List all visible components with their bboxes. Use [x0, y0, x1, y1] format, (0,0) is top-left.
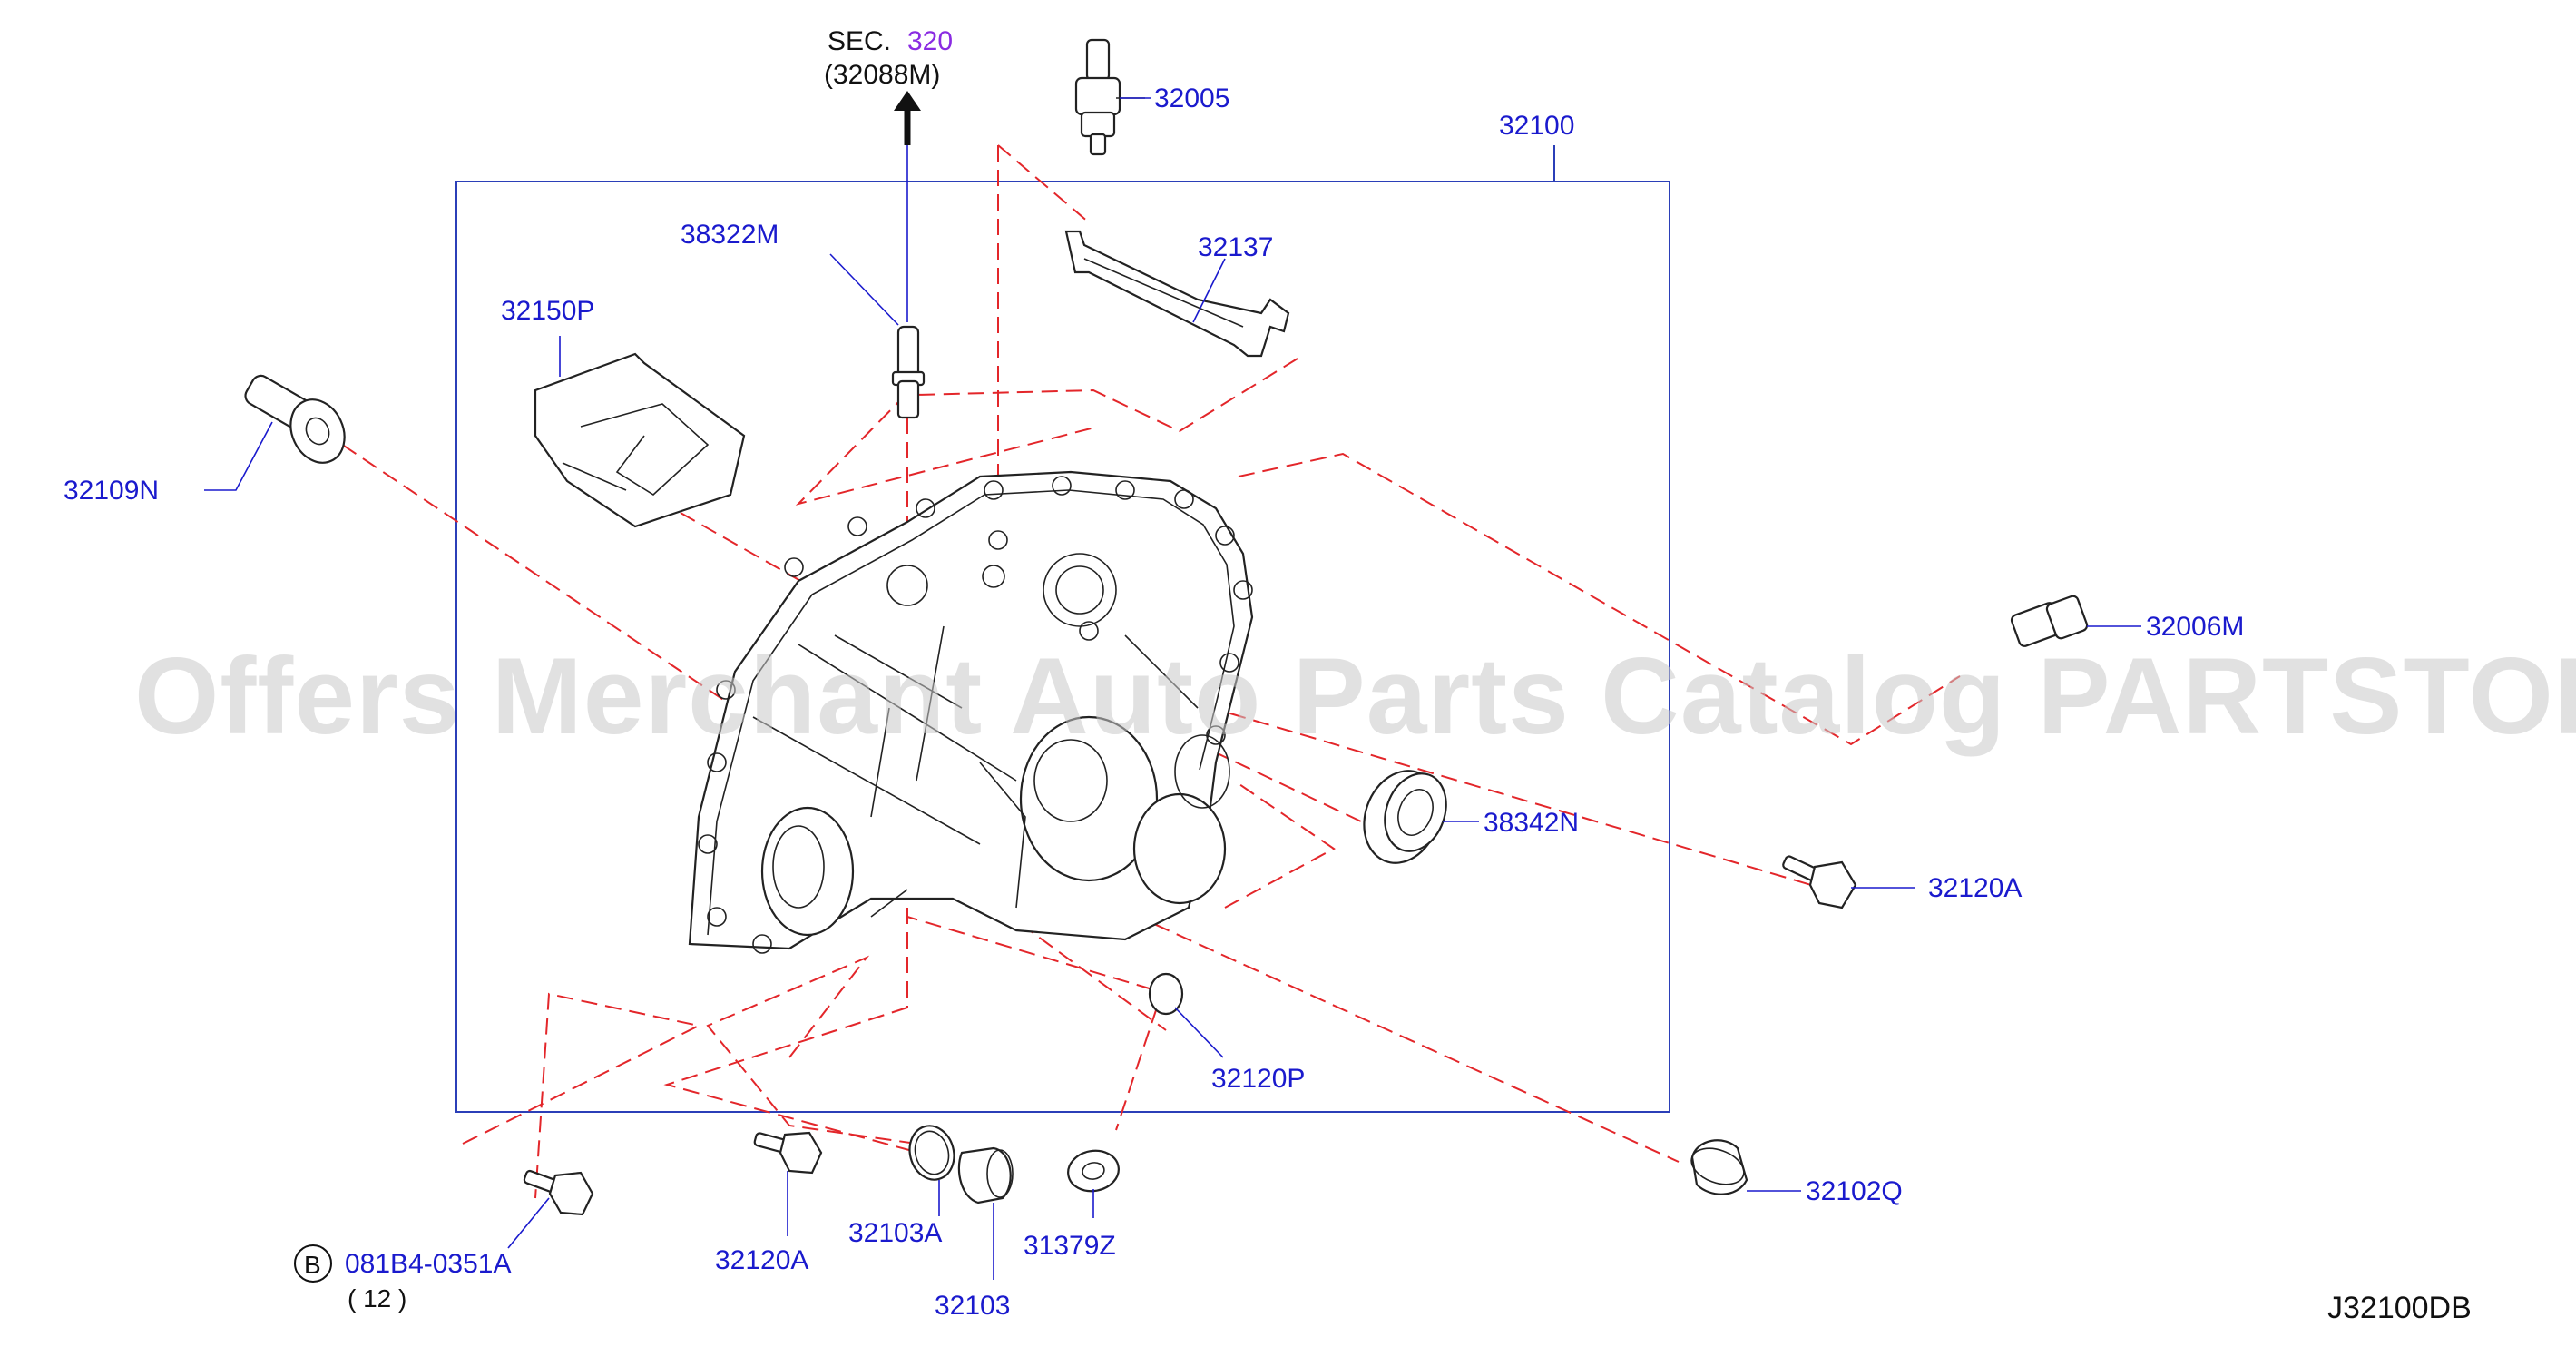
label-38322M[interactable]: 38322M: [681, 220, 779, 250]
part-32005-sensor[interactable]: [1074, 38, 1145, 156]
section-reference[interactable]: SEC. 320 (32088M): [824, 26, 953, 90]
watermark: Offers Merchant Auto Parts Catalog PARTS…: [134, 635, 2576, 757]
leader-38322M: [829, 253, 899, 326]
callout-badge: B: [304, 1251, 321, 1279]
label-32102Q[interactable]: 32102Q: [1806, 1176, 1903, 1206]
label-32137[interactable]: 32137: [1198, 232, 1273, 262]
label-32120A-right[interactable]: 32120A: [1928, 873, 2022, 903]
leader-32137: [1192, 258, 1226, 323]
part-32120A-right-bolt[interactable]: [1782, 855, 1857, 909]
part-32103-plug[interactable]: [957, 1146, 1014, 1204]
label-32150P[interactable]: 32150P: [501, 296, 594, 326]
assembly-frame: [455, 181, 1670, 1113]
callout-badge-circle: [294, 1244, 332, 1283]
label-32103A[interactable]: 32103A: [848, 1218, 942, 1248]
section-arrow: [894, 91, 921, 322]
section-prefix: SEC.: [828, 26, 891, 56]
part-32137-bracket[interactable]: [1064, 230, 1290, 358]
label-31379Z[interactable]: 31379Z: [1024, 1231, 1116, 1261]
part-081B4-bolt[interactable]: [523, 1169, 594, 1216]
callout-b[interactable]: B 081B4-0351A ( 12 ): [294, 1244, 512, 1313]
label-32109N[interactable]: 32109N: [64, 476, 159, 506]
part-32120A-bottom-bolt[interactable]: [753, 1131, 823, 1175]
callout-code[interactable]: 081B4-0351A: [345, 1249, 512, 1279]
label-32103[interactable]: 32103: [935, 1291, 1010, 1321]
part-32006M-sensor[interactable]: [2010, 595, 2089, 647]
section-sub: (32088M): [824, 60, 940, 90]
label-32120A-bottom[interactable]: 32120A: [715, 1245, 808, 1275]
callout-qty: ( 12 ): [348, 1284, 406, 1313]
part-38342N-seal[interactable]: [1352, 760, 1456, 873]
leader-32109N: [204, 421, 273, 491]
section-number[interactable]: 320: [907, 26, 953, 56]
diagram-code: J32100DB: [2327, 1291, 2472, 1325]
part-32150P-plate[interactable]: [534, 352, 746, 528]
part-32103A-oring[interactable]: [904, 1121, 960, 1185]
label-32006M[interactable]: 32006M: [2146, 612, 2244, 642]
part-38322M-breather[interactable]: [891, 325, 926, 419]
part-32109N-plug[interactable]: [242, 372, 355, 471]
label-38342N[interactable]: 38342N: [1484, 808, 1579, 838]
leader-081B4: [507, 1197, 550, 1249]
label-32005[interactable]: 32005: [1154, 84, 1229, 113]
label-32100[interactable]: 32100: [1499, 111, 1574, 141]
assembly-guide-lines: [321, 144, 1961, 1199]
transaxle-case: [688, 470, 1254, 954]
label-32120P[interactable]: 32120P: [1211, 1064, 1305, 1094]
part-32102Q-cap[interactable]: [1687, 1139, 1749, 1195]
part-31379Z-washer[interactable]: [1065, 1146, 1122, 1195]
part-32120P-plug[interactable]: [1148, 972, 1184, 1016]
leader-32120P: [1174, 1007, 1224, 1058]
